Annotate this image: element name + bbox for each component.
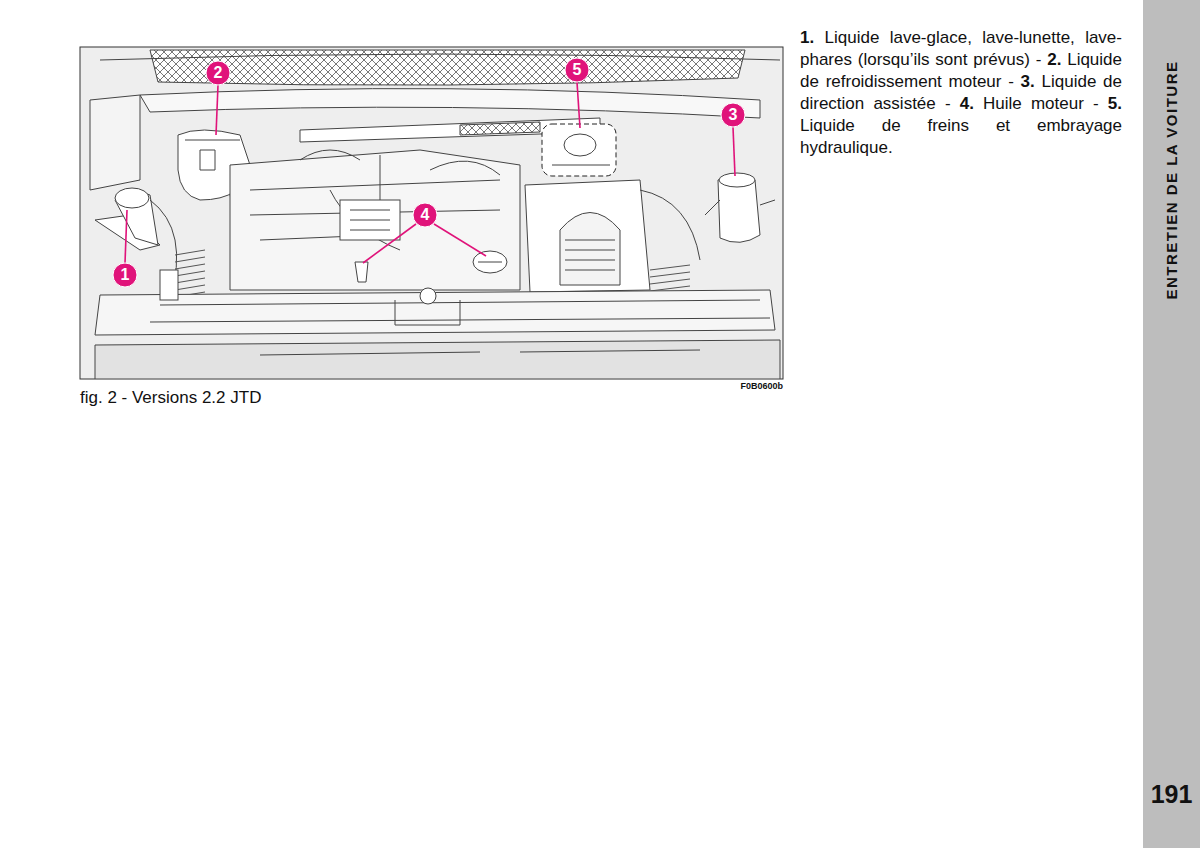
- chapter-band: ENTRETIEN DE LA VOITURE 191: [1143, 0, 1200, 848]
- page-number: 191: [1143, 780, 1200, 809]
- item-number: 2.: [1047, 50, 1061, 69]
- item-number: 4.: [960, 94, 974, 113]
- figure-code: F0B0600b: [700, 381, 783, 391]
- legend-paragraph: 1. Liquide lave-glace, lave-lunette, lav…: [800, 27, 1122, 159]
- callout-number: 1: [113, 263, 137, 287]
- item-text: Liquide de freins et embrayage hydrauliq…: [800, 116, 1122, 157]
- callout-number: 4: [413, 203, 437, 227]
- chapter-title: ENTRETIEN DE LA VOITURE: [1163, 61, 1180, 300]
- callout-number: 5: [565, 58, 589, 82]
- item-text: Huile moteur -: [983, 94, 1099, 113]
- callout-number: 3: [721, 103, 745, 127]
- callout-number: 2: [206, 61, 230, 85]
- item-number: 3.: [1021, 72, 1035, 91]
- figure-caption: fig. 2 - Versions 2.2 JTD: [80, 388, 261, 408]
- item-number: 5.: [1108, 94, 1122, 113]
- item-number: 1.: [800, 28, 814, 47]
